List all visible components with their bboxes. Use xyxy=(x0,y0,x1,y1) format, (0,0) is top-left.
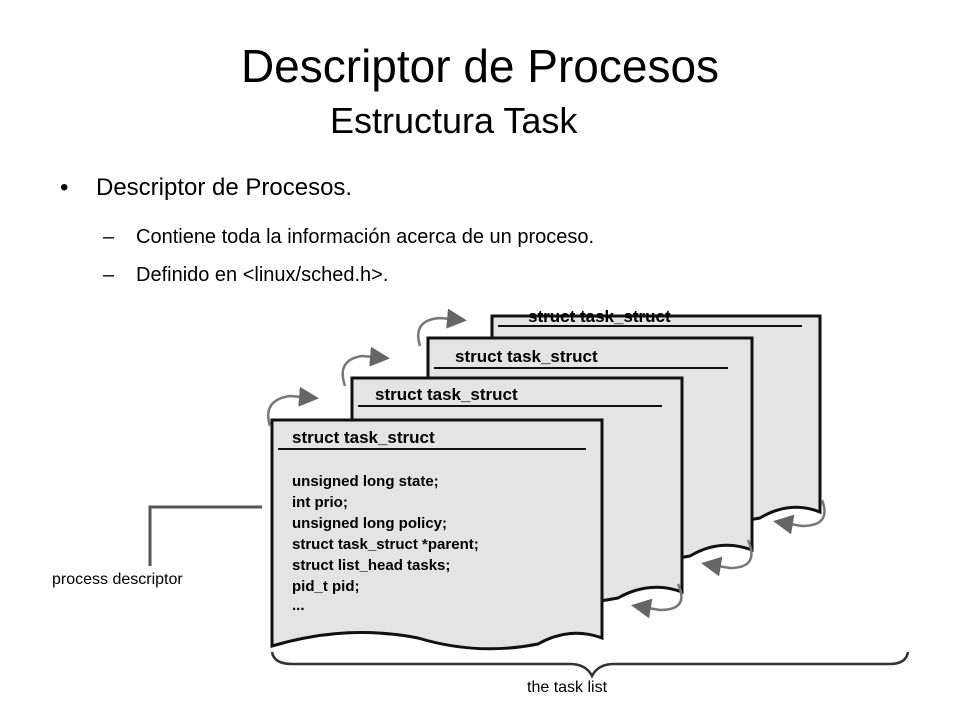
field-line: pid_t pid; xyxy=(292,578,360,595)
task-list-label: the task list xyxy=(527,679,608,696)
field-line: unsigned long state; xyxy=(292,473,439,490)
link-arrows-bottom xyxy=(631,499,826,619)
field-line: struct task_struct *parent; xyxy=(292,536,479,553)
card-header: struct task_struct xyxy=(375,385,518,404)
sub-bullet-1: – Contiene toda la información acerca de… xyxy=(103,224,594,250)
task-list-diagram: struct task_struct struct task_struct st… xyxy=(52,307,910,696)
dash-mark: – xyxy=(103,226,115,248)
field-line: struct list_head tasks; xyxy=(292,557,450,574)
card-header: struct task_struct xyxy=(292,428,435,447)
task-list-brace: the task list xyxy=(270,651,910,696)
task-struct-card-1: struct task_struct unsigned long state; … xyxy=(270,418,604,651)
main-bullet: • Descriptor de Procesos. xyxy=(60,172,352,204)
slide-subtitle: Estructura Task xyxy=(330,100,578,141)
process-descriptor-callout: process descriptor xyxy=(52,505,262,588)
link-arrows-top xyxy=(267,308,467,427)
field-line: ... xyxy=(292,597,305,614)
task-struct-fields: unsigned long state; int prio; unsigned … xyxy=(292,473,479,614)
sub-bullet-text: Definido en <linux/sched.h>. xyxy=(136,264,389,286)
field-line: unsigned long policy; xyxy=(292,515,447,532)
main-bullet-text: Descriptor de Procesos. xyxy=(96,174,353,201)
card-header: struct task_struct xyxy=(528,307,671,326)
field-line: int prio; xyxy=(292,494,348,511)
sub-bullet-2: – Definido en <linux/sched.h>. xyxy=(103,262,388,288)
card-header: struct task_struct xyxy=(455,347,598,366)
slide-title: Descriptor de Procesos xyxy=(240,40,720,92)
process-descriptor-label: process descriptor xyxy=(52,571,183,588)
sub-bullet-text: Contiene toda la información acerca de u… xyxy=(136,226,595,248)
bullet-mark: • xyxy=(60,174,69,201)
dash-mark: – xyxy=(103,264,115,286)
